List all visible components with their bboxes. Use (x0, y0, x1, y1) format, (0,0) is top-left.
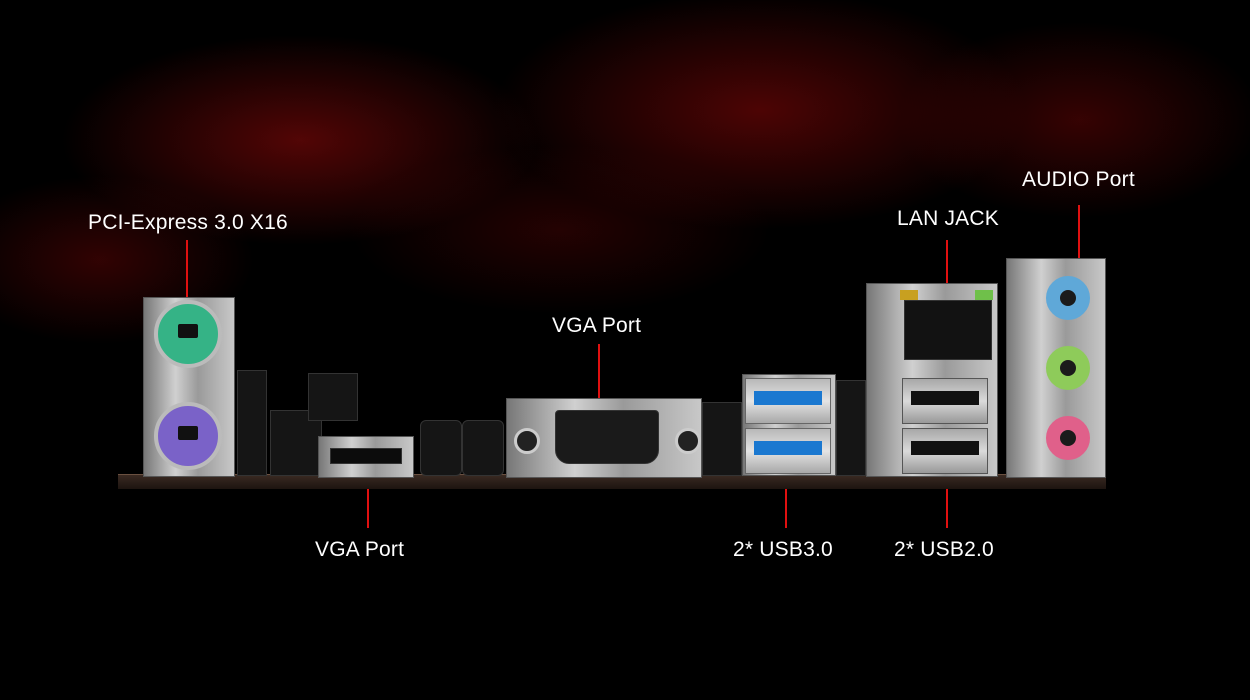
lan-led-green (975, 290, 993, 300)
usb2-port-1 (902, 378, 988, 424)
label-lan: LAN JACK (897, 207, 999, 230)
board-component (308, 373, 358, 421)
audio-line-in-jack (1046, 276, 1090, 320)
pointer-audio (1078, 205, 1080, 267)
label-pcie: PCI-Express 3.0 X16 (88, 211, 288, 234)
vga-connector (555, 410, 659, 464)
pointer-usb3 (785, 466, 787, 528)
label-usb2: 2* USB2.0 (894, 538, 994, 561)
ps2-keyboard-port (154, 402, 222, 470)
video-port-slot (330, 448, 402, 464)
lan-jack-port (904, 300, 992, 360)
board-component (702, 402, 742, 476)
board-component (237, 370, 267, 476)
audio-line-out-jack (1046, 346, 1090, 390)
label-usb3: 2* USB3.0 (733, 538, 833, 561)
capacitor (462, 420, 504, 476)
lan-led-amber (900, 290, 918, 300)
usb3-port-2 (745, 428, 831, 474)
audio-mic-jack (1046, 416, 1090, 460)
ps2-mouse-port (154, 300, 222, 368)
board-component (270, 410, 322, 476)
label-vga-top: VGA Port (552, 314, 642, 337)
pointer-pcie (186, 240, 188, 302)
label-audio: AUDIO Port (1022, 168, 1135, 191)
board-component (836, 380, 866, 476)
capacitor (420, 420, 462, 476)
pointer-vga-top (598, 344, 600, 404)
pointer-vga-bottom (367, 466, 369, 528)
pointer-lan (946, 240, 948, 296)
usb3-port-1 (745, 378, 831, 424)
usb2-port-2 (902, 428, 988, 474)
pointer-usb2 (946, 466, 948, 528)
label-vga-bottom: VGA Port (315, 538, 405, 561)
vga-screw-left-icon (514, 428, 540, 454)
vga-screw-right-icon (675, 428, 701, 454)
